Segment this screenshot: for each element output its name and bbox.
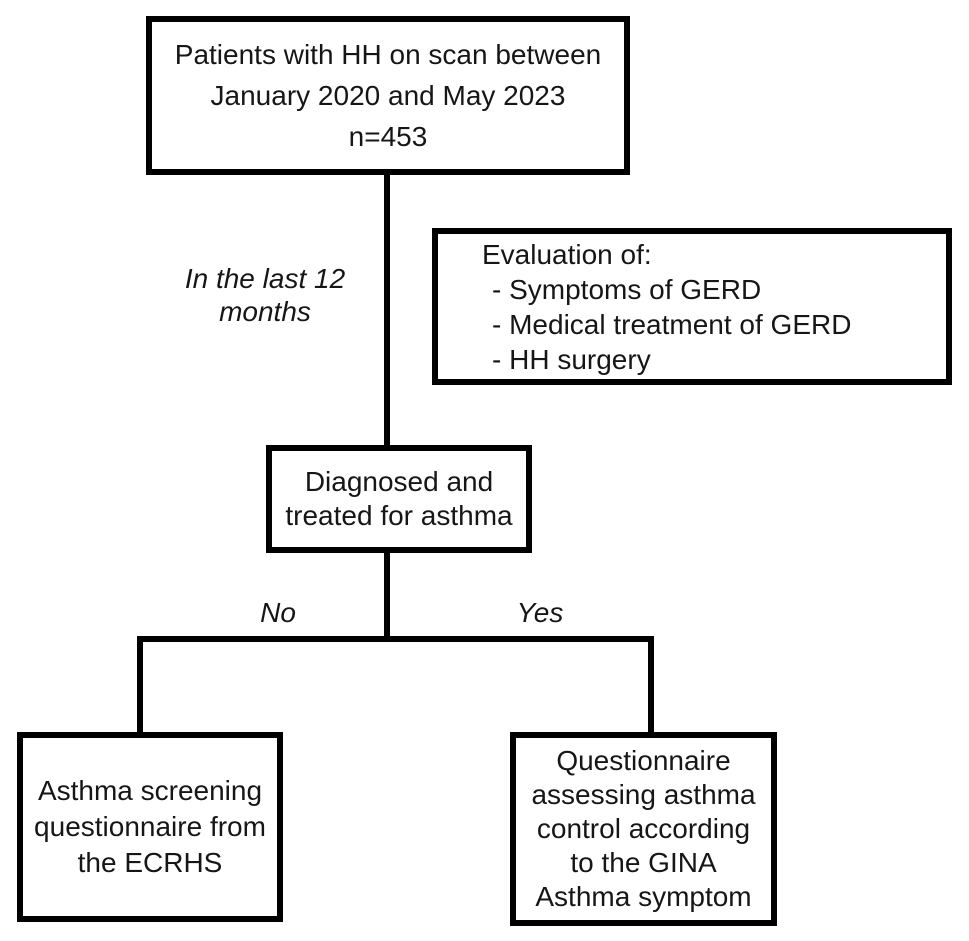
patients-box: Patients with HH on scan between January… [146, 16, 630, 175]
evaluation-box-item-3: - HH surgery [492, 343, 651, 375]
connector-top-to-diagnosed [384, 170, 390, 448]
asthma-screening-box: Asthma screening questionnaire from the … [17, 732, 283, 922]
asthma-control-box-line-2: assessing asthma [531, 779, 756, 810]
diagnosed-box-line-1: Diagnosed and [304, 466, 494, 497]
branch-right-leg [648, 636, 654, 736]
evaluation-box: Evaluation of: - Symptoms of GERD - Medi… [432, 228, 952, 385]
asthma-control-box-line-4: to the GINA [570, 847, 717, 878]
asthma-screening-box-line-3: the ECRHS [77, 847, 223, 878]
branch-left-leg [137, 636, 143, 736]
timeframe-label-line-2: months [219, 296, 311, 327]
evaluation-box-item-1: - Symptoms of GERD [492, 273, 762, 305]
diagnosed-box-line-2: treated for asthma [285, 500, 513, 531]
evaluation-box-title: Evaluation of: [482, 238, 652, 270]
asthma-control-box: Questionnaire assessing asthma control a… [510, 732, 777, 926]
patients-box-count: n=453 [348, 121, 428, 152]
evaluation-box-item-2: - Medical treatment of GERD [492, 308, 852, 340]
no-branch-label: No [260, 597, 296, 628]
connector-diagnosed-to-branch [384, 550, 390, 642]
asthma-control-box-line-5: Asthma symptom [535, 881, 752, 912]
branch-horizontal-line [137, 636, 654, 642]
patients-box-line-1: Patients with HH on scan between [174, 39, 602, 70]
timeframe-label: In the last 12 months [145, 262, 385, 328]
diagnosed-box: Diagnosed and treated for asthma [266, 445, 532, 553]
yes-branch-label: Yes [516, 597, 564, 628]
asthma-screening-box-line-1: Asthma screening [37, 775, 263, 806]
asthma-control-box-line-1: Questionnaire [556, 745, 731, 776]
asthma-control-box-line-3: control according [536, 813, 751, 844]
timeframe-label-line-1: In the last 12 [184, 263, 346, 294]
patients-box-line-2: January 2020 and May 2023 [210, 80, 566, 111]
asthma-screening-box-line-2: questionnaire from [34, 811, 266, 842]
